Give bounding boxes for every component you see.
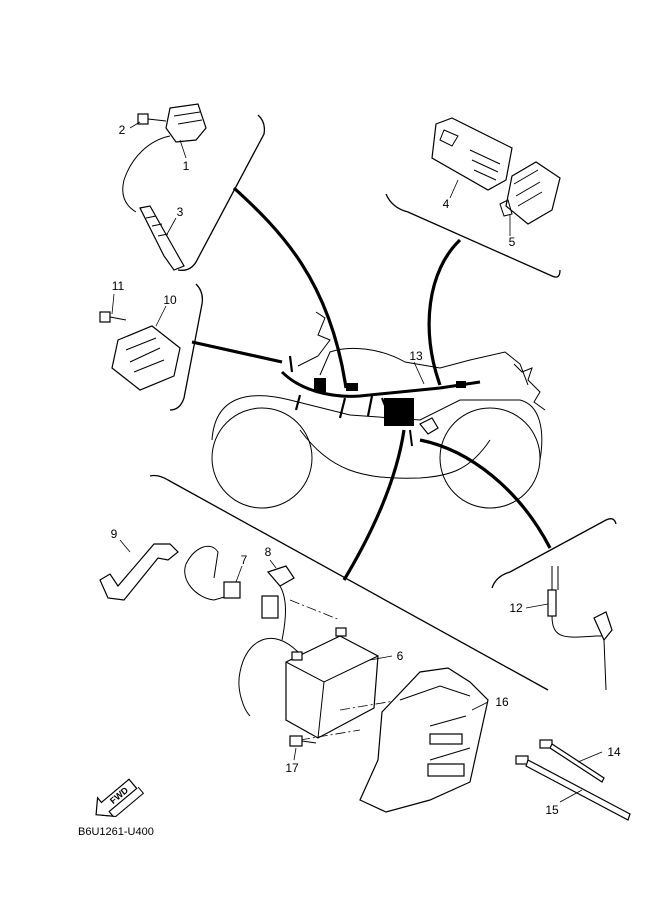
bolt-17 xyxy=(289,735,317,747)
panel-ecu-frame xyxy=(385,193,561,278)
cable-tie-15 xyxy=(515,755,631,821)
callout-line-battery xyxy=(342,429,406,581)
callout-14: 14 xyxy=(607,745,621,759)
bolt-11 xyxy=(99,311,127,323)
callout-7: 7 xyxy=(241,553,248,567)
motorcycle-outline xyxy=(211,311,546,509)
ecu-unit xyxy=(431,117,513,191)
assembly-line xyxy=(289,599,341,621)
fwd-arrow-icon: FWD xyxy=(95,778,145,817)
panel-rectifier-frame xyxy=(169,283,204,411)
battery-bracket xyxy=(99,543,179,601)
callout-12: 12 xyxy=(509,601,523,615)
callout-6: 6 xyxy=(397,649,404,663)
leader-lines xyxy=(111,121,603,803)
callout-4: 4 xyxy=(443,197,450,211)
starter-relay-lead xyxy=(261,565,295,641)
callout-15: 15 xyxy=(545,803,559,817)
ignition-coil xyxy=(122,103,207,271)
callout-2: 2 xyxy=(119,123,126,137)
battery xyxy=(238,627,379,739)
callout-line-rectifier xyxy=(191,340,283,364)
callout-16: 16 xyxy=(495,695,509,709)
ecu-cover xyxy=(499,161,561,225)
panel-battery-frame xyxy=(149,474,549,691)
callout-10: 10 xyxy=(163,293,177,307)
callout-line-ecu xyxy=(427,238,462,386)
callout-13: 13 xyxy=(409,349,423,363)
panel-sensor-frame xyxy=(491,518,617,589)
assembly-line xyxy=(339,699,401,711)
callout-line-ignition xyxy=(232,186,348,389)
callout-1: 1 xyxy=(183,159,190,173)
callout-8: 8 xyxy=(265,545,272,559)
panel-ignition-frame xyxy=(177,114,266,271)
bolt-2 xyxy=(137,113,167,125)
sensor-assembly xyxy=(547,566,613,691)
callout-3: 3 xyxy=(177,205,184,219)
ecu-block xyxy=(384,398,414,426)
rectifier-regulator xyxy=(111,325,181,391)
cable-tie-14 xyxy=(539,739,605,783)
fuse-lead xyxy=(184,545,241,601)
drawing-code: B6U1261-U400 xyxy=(78,826,154,838)
wire-harness xyxy=(280,355,481,447)
callout-17: 17 xyxy=(285,761,299,775)
callout-line-sensor xyxy=(419,438,552,549)
assembly-line xyxy=(299,729,361,741)
battery-box xyxy=(359,667,489,813)
callout-11: 11 xyxy=(112,279,125,293)
callout-5: 5 xyxy=(509,235,516,249)
callout-9: 9 xyxy=(111,527,118,541)
